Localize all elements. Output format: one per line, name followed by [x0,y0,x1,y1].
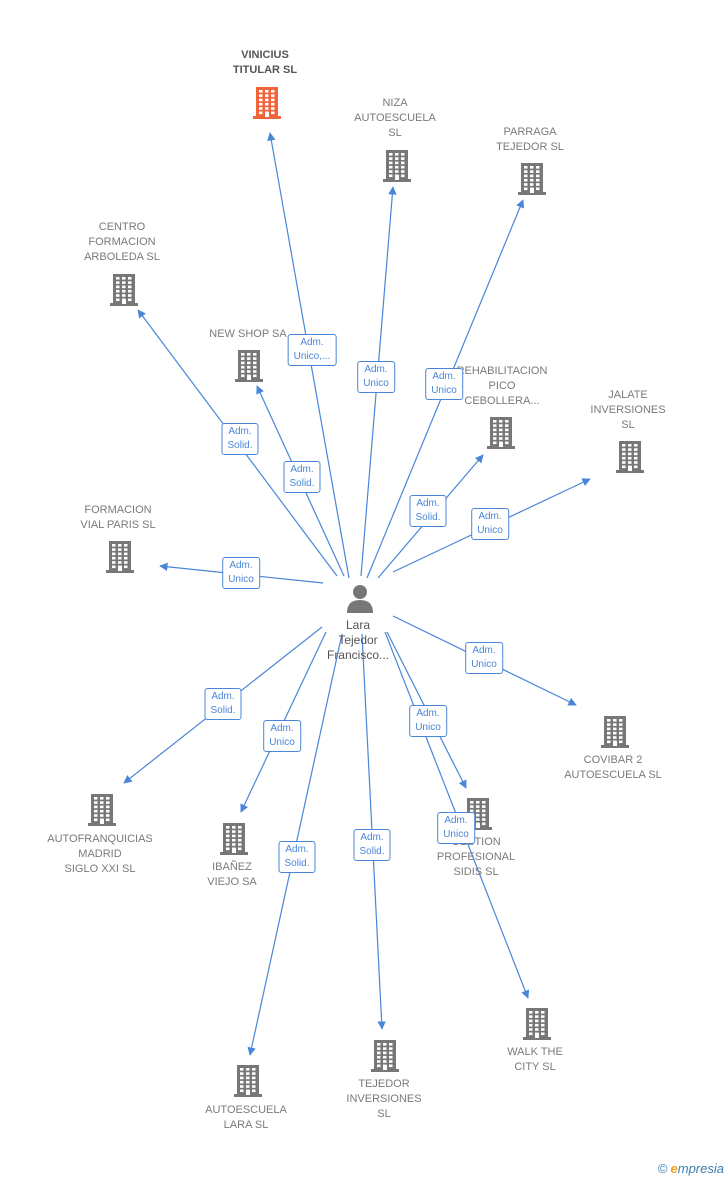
building-icon [105,539,135,573]
brand-logo-text: mpresia [677,1161,724,1176]
building-icon [370,1038,400,1072]
edge-role-label-newshop[interactable]: Adm. Solid. [283,461,321,493]
company-node-label: TEJEDOR INVERSIONES SL [346,1078,422,1120]
building-icon [233,1063,263,1097]
company-node-label: IBAÑEZ VIEJO SA [207,861,257,888]
edge-role-label-jalate[interactable]: Adm. Unico [471,508,509,540]
building-icon [615,439,645,473]
brand-logo-initial: e [670,1161,678,1176]
company-node-label: REHABILITACION PICO CEBOLLERA... [456,365,548,407]
company-node-label: VINICIUS TITULAR SL [232,49,298,76]
company-node-label: AUTOESCUELA LARA SL [205,1104,287,1131]
edge-role-label-walk[interactable]: Adm. Unico [437,812,475,844]
edge-role-label-autofranq[interactable]: Adm. Solid. [204,688,242,720]
edge-role-label-rehab[interactable]: Adm. Solid. [409,495,447,527]
edge-role-label-niza[interactable]: Adm. Unico [357,361,395,393]
company-node-label: GESTION PROFESIONAL SIDIS SL [436,836,516,878]
edge-role-label-ibanez[interactable]: Adm. Unico [263,720,301,752]
edge-role-label-lara[interactable]: Adm. Solid. [278,841,316,873]
building-icon [600,714,630,748]
building-icon [234,348,264,382]
building-icon [486,415,516,449]
edge-role-label-parraga[interactable]: Adm. Unico [425,368,463,400]
company-node-label: JALATE INVERSIONES SL [590,389,666,431]
company-node-label: AUTOFRANQUICIAS MADRID SIGLO XXI SL [47,833,153,875]
edge-role-label-gestion[interactable]: Adm. Unico [409,705,447,737]
copyright-symbol: © [657,1161,668,1176]
company-node-label: NIZA AUTOESCUELA SL [354,97,436,139]
edge-role-label-centro[interactable]: Adm. Solid. [221,423,259,455]
center-person-label: Lara Tejedor Francisco... [326,618,389,662]
company-node-label: COVIBAR 2 AUTOESCUELA SL [564,754,662,781]
brand-watermark: ©empresia [658,1161,724,1176]
building-icon [252,85,282,119]
edge-role-label-covibar[interactable]: Adm. Unico [465,642,503,674]
company-node-label: FORMACION VIAL PARIS SL [80,504,156,531]
person-icon [347,585,373,613]
building-icon [517,161,547,195]
company-node-label: WALK THE CITY SL [507,1046,563,1073]
company-node-label: PARRAGA TEJEDOR SL [496,126,564,153]
company-node-label: CENTRO FORMACION ARBOLEDA SL [84,221,160,263]
building-icon [219,821,249,855]
building-icon [87,792,117,826]
building-icon [522,1006,552,1040]
edge-role-label-vinicius[interactable]: Adm. Unico,... [287,334,337,366]
edge-role-label-formacion[interactable]: Adm. Unico [222,557,260,589]
building-icon [382,148,412,182]
edge-role-label-tejedor[interactable]: Adm. Solid. [353,829,391,861]
building-icon [109,272,139,306]
company-node-label: NEW SHOP SA [209,328,287,340]
